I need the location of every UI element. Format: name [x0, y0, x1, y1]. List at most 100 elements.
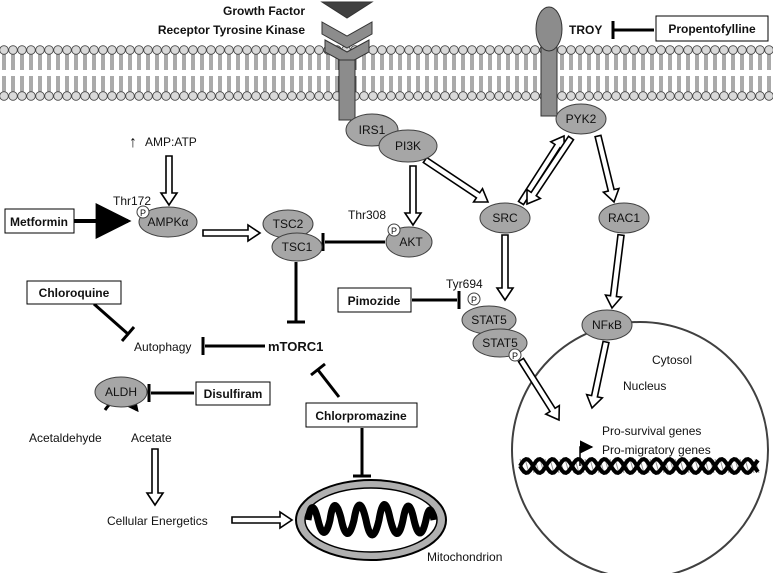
lipid-head: [233, 91, 243, 101]
growth-factor-label: Growth Factor: [223, 4, 305, 18]
lipid-head: [377, 91, 387, 101]
arrow-acetate-to-energetics: [145, 448, 165, 507]
lipid-head: [728, 45, 738, 55]
lipid-head: [242, 91, 252, 101]
lipid-head: [62, 45, 72, 55]
lipid-head: [152, 91, 162, 101]
lipid-head: [530, 45, 540, 55]
lipid-head: [575, 91, 585, 101]
lipid-head: [143, 45, 153, 55]
mitochondrion-label: Mitochondrion: [427, 550, 502, 564]
lipid-head: [71, 45, 81, 55]
receptor-label: Receptor Tyrosine Kinase: [158, 23, 305, 37]
lipid-head: [17, 45, 27, 55]
nucleus: [511, 321, 769, 573]
lipid-head: [314, 91, 324, 101]
lipid-head: [602, 45, 612, 55]
receptor-bottom-chevron: [324, 39, 370, 65]
pimozide-box: [337, 287, 412, 313]
lipid-head: [728, 91, 738, 101]
lipid-head: [26, 45, 36, 55]
lipid-head: [584, 91, 594, 101]
node-stat5-upper: STAT5 P: [461, 292, 517, 335]
arrow-pi3k-to-src: [422, 156, 490, 203]
node-pi3k: PI3K: [378, 129, 438, 163]
arrow-energetics-to-mito: [231, 510, 294, 530]
lipid-head: [755, 91, 765, 101]
lipid-head: [89, 45, 99, 55]
inhibition-lines: [93, 233, 461, 478]
lipid-head: [404, 45, 414, 55]
lipid-head: [593, 91, 603, 101]
lipid-head: [710, 91, 720, 101]
lipid-head: [143, 91, 153, 101]
arrow-rac1-to-nfkb: [604, 233, 625, 310]
arrow-ampk-to-tsc: [202, 223, 262, 243]
lipid-head: [269, 91, 279, 101]
lipid-head: [98, 91, 108, 101]
lipid-head: [557, 45, 567, 55]
mitochondrion: [295, 479, 447, 561]
lipid-head: [593, 45, 603, 55]
tsc2-label: TSC2: [273, 217, 304, 231]
chlorpromazine-label: Chlorpromazine: [315, 409, 407, 423]
lipid-head: [674, 45, 684, 55]
lipid-head: [107, 45, 117, 55]
lipid-head: [215, 45, 225, 55]
arrow-nfkb-to-nucleus: [585, 340, 610, 410]
lipid-head: [503, 45, 513, 55]
autophagy-label: Autophagy: [134, 340, 191, 354]
lipid-head: [665, 45, 675, 55]
lipid-head: [629, 45, 639, 55]
arrow-pyk2-to-rac1: [594, 134, 621, 204]
arrow-src-to-stat5: [495, 234, 515, 302]
node-akt: AKT P: [385, 223, 433, 258]
node-nfkb: NFκB: [581, 309, 633, 341]
lipid-head: [53, 45, 63, 55]
node-stat5-lower: STAT5 P: [472, 328, 528, 362]
ampk-phospho-label: P: [140, 208, 146, 218]
lipid-head: [710, 45, 720, 55]
akt-phospho-label: P: [391, 226, 397, 236]
lipid-head: [566, 91, 576, 101]
nucleus-label: Nucleus: [623, 379, 666, 393]
lipid-head: [44, 91, 54, 101]
node-ampk: AMPKα P: [136, 205, 198, 238]
lipid-head: [692, 45, 702, 55]
lipid-head: [278, 45, 288, 55]
lipid-head: [395, 91, 405, 101]
lipid-head: [566, 45, 576, 55]
lipid-head: [395, 45, 405, 55]
lipid-head: [737, 91, 747, 101]
mitochondrion-cristae: [304, 501, 438, 539]
chloroquine-label: Chloroquine: [39, 286, 110, 300]
lipid-head: [278, 91, 288, 101]
tsc1-label: TSC1: [282, 240, 313, 254]
stat5-phospho-bottom-circle: [508, 348, 522, 362]
lipid-head: [557, 91, 567, 101]
src-label: SRC: [492, 211, 518, 225]
cytosol-label: Cytosol: [652, 353, 692, 367]
lipid-head: [80, 91, 90, 101]
lipid-head: [242, 45, 252, 55]
lipid-head: [197, 91, 207, 101]
lipid-head: [314, 45, 324, 55]
lipid-head: [17, 91, 27, 101]
lipid-head: [35, 45, 45, 55]
lipid-head: [656, 91, 666, 101]
lipid-head: [260, 45, 270, 55]
lipid-head: [125, 91, 135, 101]
lipid-head: [647, 91, 657, 101]
lipid-head: [494, 91, 504, 101]
dna-helix: [518, 456, 760, 476]
lipid-head: [449, 91, 459, 101]
lipid-head: [44, 45, 54, 55]
lipid-head: [134, 45, 144, 55]
lipid-head: [206, 91, 216, 101]
lipid-head: [530, 91, 540, 101]
lipid-head: [620, 91, 630, 101]
lipid-head: [251, 45, 261, 55]
rac1-shape: [598, 202, 650, 234]
chloroquine-box: [26, 280, 122, 305]
lipid-head: [764, 45, 773, 55]
